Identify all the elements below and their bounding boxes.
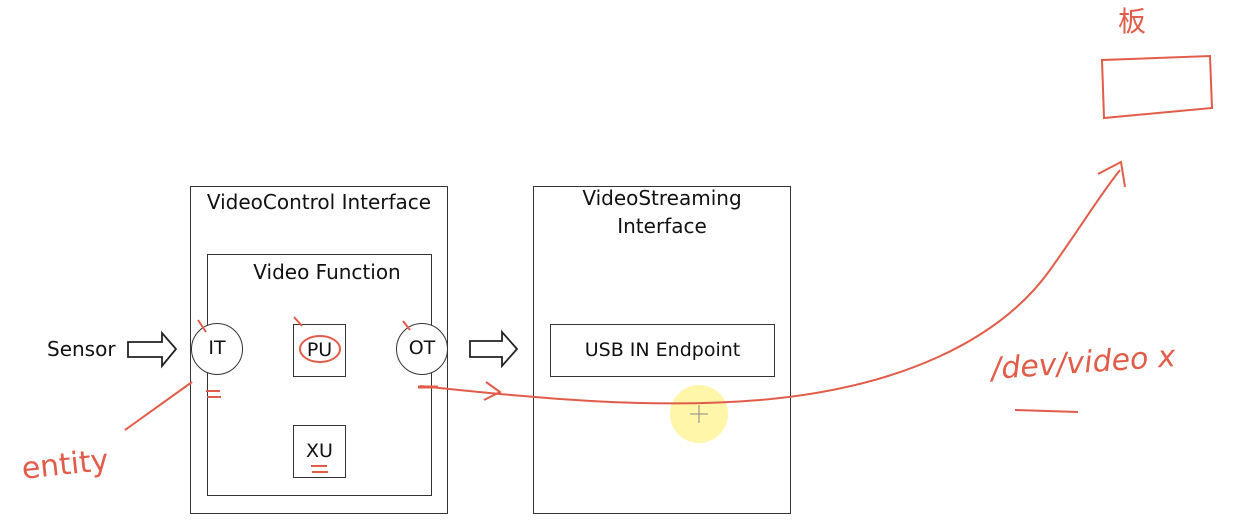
- entity-pu-label: PU: [306, 339, 333, 361]
- it-tick: [197, 319, 207, 333]
- entity-pu: PU: [293, 324, 346, 377]
- dev-video-underline: [1014, 409, 1079, 413]
- data-flow-curve: [419, 169, 1121, 405]
- sensor-arrow: [127, 330, 178, 369]
- board-annotation: 板: [1118, 5, 1147, 38]
- board-rectangle: [1100, 54, 1214, 120]
- sensor-label: Sensor: [47, 337, 116, 361]
- usb-in-endpoint: USB IN Endpoint: [550, 324, 775, 377]
- pu-tick: [293, 316, 303, 327]
- entity-xu-label: XU: [306, 440, 333, 462]
- entity-ot-label: OT: [408, 337, 436, 359]
- it-underline: [206, 390, 221, 398]
- output-arrow: [469, 329, 519, 369]
- ot-tick: [402, 320, 411, 331]
- videocontrol-interface-title: VideoControl Interface: [206, 190, 432, 214]
- ot-output-arrowhead: [483, 381, 502, 401]
- data-flow-arrowhead: [1097, 160, 1126, 188]
- entity-it-label: IT: [208, 337, 226, 359]
- entity-pointer-line: [124, 381, 193, 431]
- entity-it: IT: [191, 323, 243, 375]
- pu-circle: [299, 335, 341, 363]
- video-function-title: Video Function: [253, 260, 401, 284]
- videostreaming-interface-title-line2: Interface: [617, 214, 707, 238]
- usb-in-endpoint-label: USB IN Endpoint: [584, 339, 741, 361]
- xu-underline: [311, 465, 328, 473]
- entity-xu: XU: [293, 425, 346, 478]
- entity-ot: OT: [396, 323, 448, 375]
- videostreaming-interface-title-line1: VideoStreaming: [582, 186, 742, 210]
